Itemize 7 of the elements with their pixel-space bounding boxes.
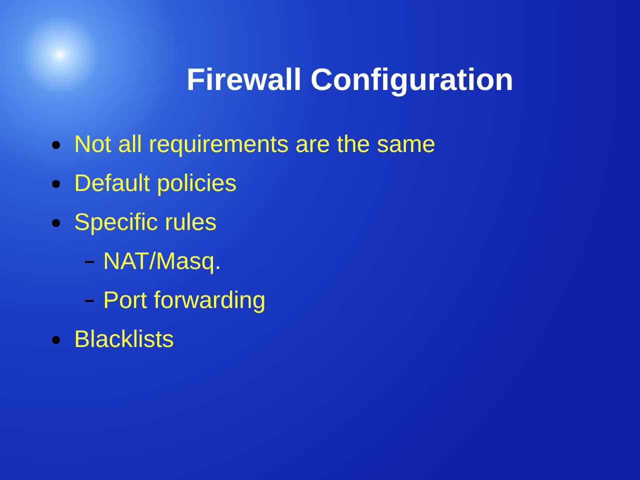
bullet-text: NAT/Masq. (103, 247, 222, 276)
bullet-text: Specific rules (74, 208, 217, 237)
bullet-text: Blacklists (74, 325, 174, 354)
bullet-text: Port forwarding (103, 286, 266, 315)
bullet-text: Default policies (74, 169, 237, 198)
bullet-text: Not all requirements are the same (74, 130, 436, 159)
slide-title: Firewall Configuration (185, 61, 515, 99)
